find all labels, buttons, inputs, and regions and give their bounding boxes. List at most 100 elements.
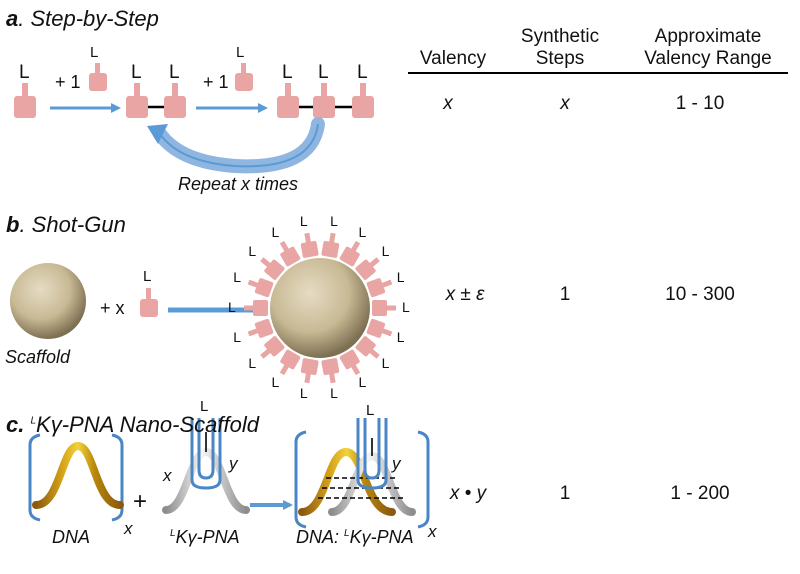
complex-label: DNA: LKγ-PNA [296, 527, 414, 548]
ring-ligand [321, 358, 340, 384]
ligand-label: L [131, 62, 142, 83]
ring-ligand [372, 300, 396, 316]
complex-bracket-left [294, 430, 307, 529]
ligand-label: L [236, 44, 245, 61]
dna-label: DNA [52, 527, 91, 547]
ring-ligand-label: L [233, 269, 242, 286]
ring-ligand [366, 318, 393, 338]
complex-prefix: DNA: [296, 527, 345, 547]
ring-ligand-label: L [233, 328, 242, 345]
ligand-label: L [282, 62, 293, 83]
row-c-steps: 1 [559, 483, 571, 504]
repeat-arrow-head [147, 124, 168, 144]
pna-bracket-outer [190, 418, 222, 490]
ring-ligand-label: L [271, 374, 280, 391]
plus-label: + [133, 488, 148, 515]
ring-ligand [321, 232, 340, 258]
ligand-label: L [169, 62, 180, 83]
complex-bracket-right [417, 430, 430, 529]
complex-bracket-outer [356, 418, 388, 490]
repeat-label: Repeat x times [178, 174, 299, 194]
heading-c-letter: c [6, 412, 19, 437]
repeat-arrow-edge [159, 123, 319, 168]
header-range: Approximate Valency Range [644, 26, 772, 69]
heading-b: b. Shot-Gun [6, 212, 126, 238]
dna-bracket-left [28, 433, 41, 522]
plus-one-label: + 1 [55, 72, 81, 92]
row-a-steps: x [560, 93, 570, 114]
ligand-trimer [277, 83, 374, 118]
ligand-label: L [366, 402, 375, 419]
heading-b-letter: b [6, 212, 20, 237]
ring-ligand-label: L [330, 213, 338, 230]
heading-a-title: . Step-by-Step [18, 6, 159, 31]
ligand-single-a1 [14, 83, 36, 118]
dna-bracket-right [111, 433, 124, 522]
ring-ligand [244, 300, 268, 316]
complex-pna: Kγ-PNA [349, 527, 414, 547]
ring-ligand [366, 278, 393, 298]
heading-a: a. Step-by-Step [6, 6, 159, 32]
ring-ligand-label: L [402, 299, 410, 315]
ring-ligand-label: L [381, 243, 390, 260]
ring-ligand [260, 257, 285, 280]
ligand-label: L [19, 62, 30, 83]
ligand-add-a2 [235, 63, 253, 91]
ring-ligands [244, 232, 396, 384]
complex-sup: L [344, 528, 350, 539]
header-valency: Valency [419, 48, 487, 69]
ligand-add-b [140, 288, 158, 317]
ring-ligand [339, 240, 361, 267]
ring-ligand-label: L [396, 269, 405, 286]
pna-x-label: x [163, 466, 172, 485]
dna-strand [32, 441, 124, 509]
scaffold-label: Scaffold [5, 347, 71, 367]
row-b-steps: 1 [559, 284, 571, 305]
heading-c-sup: L [30, 415, 37, 427]
complex-bracket-inner [363, 418, 381, 480]
complex-y-label: y [392, 454, 401, 473]
ring-ligand-label: L [330, 384, 338, 401]
heading-c-title: Kγ-PNA Nano-Scaffold [36, 412, 259, 437]
ring-ligand-label: L [299, 213, 308, 230]
decorated-scaffold-sphere [270, 258, 370, 358]
ring-ligand-label: L [228, 299, 236, 315]
heading-a-letter: a [6, 6, 19, 31]
ligand-dimer [126, 83, 186, 118]
ring-ligand-label: L [396, 328, 405, 345]
pna-y-label: y [229, 454, 238, 473]
ring-ligand [300, 232, 319, 258]
row-b-range: 10 - 300 [665, 284, 735, 305]
ligand-label: L [357, 62, 368, 83]
scaffold-sphere [10, 263, 86, 339]
dna-x-label: x [124, 519, 133, 538]
heading-c: c. LKγ-PNA Nano-Scaffold [6, 412, 259, 437]
ligand-label: L [90, 44, 99, 61]
ligand-add-a1 [89, 63, 107, 91]
ring-ligand [279, 240, 301, 267]
ring-ligand [300, 358, 319, 384]
ring-ligand-label: L [358, 374, 367, 391]
ring-ligand [339, 349, 361, 376]
row-a-valency: x [443, 93, 453, 114]
ring-ligand [247, 278, 274, 298]
pna-bracket-inner [197, 418, 215, 480]
ring-ligand-label: L [271, 223, 280, 240]
ring-ligand-label: L [381, 354, 390, 371]
row-c-valency: x • y [449, 483, 487, 504]
ligand-label: L [318, 62, 329, 83]
complex-x-label: x [428, 522, 437, 541]
repeat-arrow-band [153, 117, 325, 174]
ring-ligand [260, 336, 285, 359]
header-steps: Synthetic Steps [520, 26, 600, 69]
ring-ligand [355, 257, 380, 280]
ligand-label: L [200, 398, 209, 415]
heading-b-title: . Shot-Gun [19, 212, 126, 237]
ring-ligand [279, 349, 301, 376]
pna-text: Kγ-PNA [175, 527, 240, 547]
plus-x-label: + x [100, 298, 125, 318]
ring-ligand-label: L [248, 354, 257, 371]
ring-ligand [247, 318, 274, 338]
